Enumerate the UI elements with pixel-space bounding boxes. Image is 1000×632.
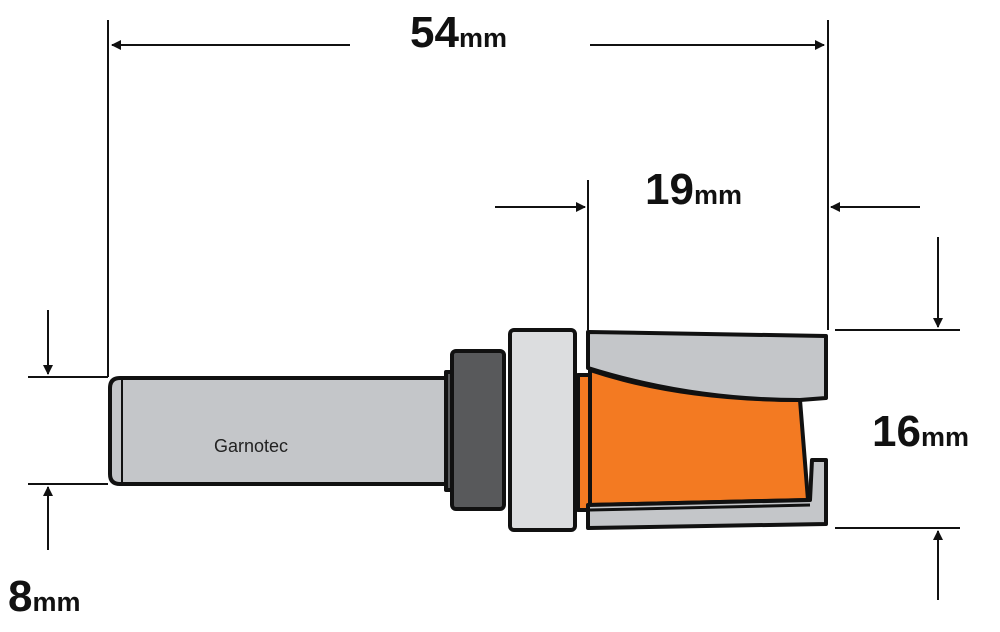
bearing bbox=[450, 349, 506, 511]
dim-value: 8 bbox=[8, 572, 33, 621]
dim-shank-diameter: 8mm bbox=[8, 572, 81, 622]
dim-cutting-diameter: 16mm bbox=[872, 407, 969, 457]
dim-cutting-length: 19mm bbox=[645, 165, 742, 215]
bottom-blade bbox=[586, 458, 828, 530]
dim-unit: mm bbox=[693, 180, 742, 210]
dim-unit: mm bbox=[920, 422, 969, 452]
top-blade bbox=[586, 330, 828, 402]
dim-value: 19 bbox=[645, 165, 694, 214]
brand-label: Garnotec bbox=[214, 436, 289, 456]
collar bbox=[508, 328, 577, 532]
dim-unit: mm bbox=[32, 587, 81, 617]
dim-unit: mm bbox=[458, 23, 507, 53]
dimension-lines bbox=[28, 20, 960, 600]
dim-value: 16 bbox=[872, 407, 921, 456]
dim-overall-length: 54mm bbox=[410, 8, 507, 58]
shank bbox=[108, 376, 452, 486]
dim-value: 54 bbox=[410, 8, 459, 57]
